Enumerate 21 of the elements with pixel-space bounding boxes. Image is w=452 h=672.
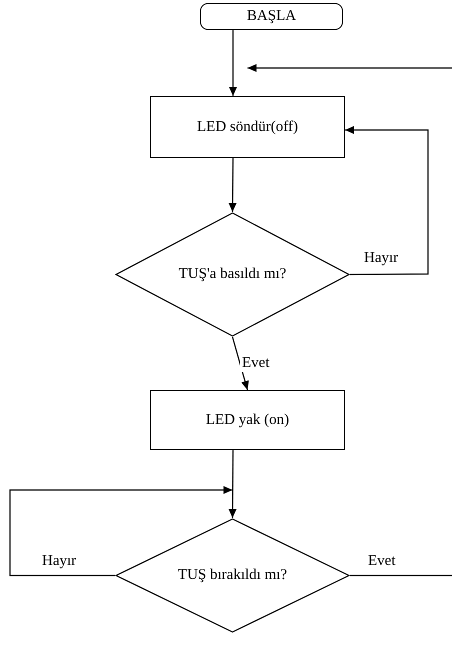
node-label: LED yak (on) <box>206 412 290 428</box>
arrow <box>248 64 452 72</box>
decision-diamond <box>115 212 350 337</box>
decision-diamond <box>115 518 350 633</box>
process-box <box>150 96 345 158</box>
terminal-box <box>200 3 343 30</box>
edge-label: Hayır <box>40 553 78 570</box>
process-box <box>150 390 345 450</box>
edge-label: Hayır <box>362 250 400 267</box>
arrow <box>228 450 237 518</box>
arrow <box>9 486 232 576</box>
arrow <box>345 126 429 276</box>
arrow <box>229 30 237 96</box>
arrow <box>228 158 237 212</box>
node-label: BAŞLA <box>246 8 296 25</box>
node-label: LED söndür(off) <box>197 118 298 136</box>
edge-label: Evet <box>240 355 272 372</box>
node-label: TUŞ bırakıldı mı? <box>178 567 288 584</box>
node-label: TUŞ'a basıldı mı? <box>178 266 286 283</box>
arrow <box>232 336 249 390</box>
connector-line <box>350 574 452 576</box>
